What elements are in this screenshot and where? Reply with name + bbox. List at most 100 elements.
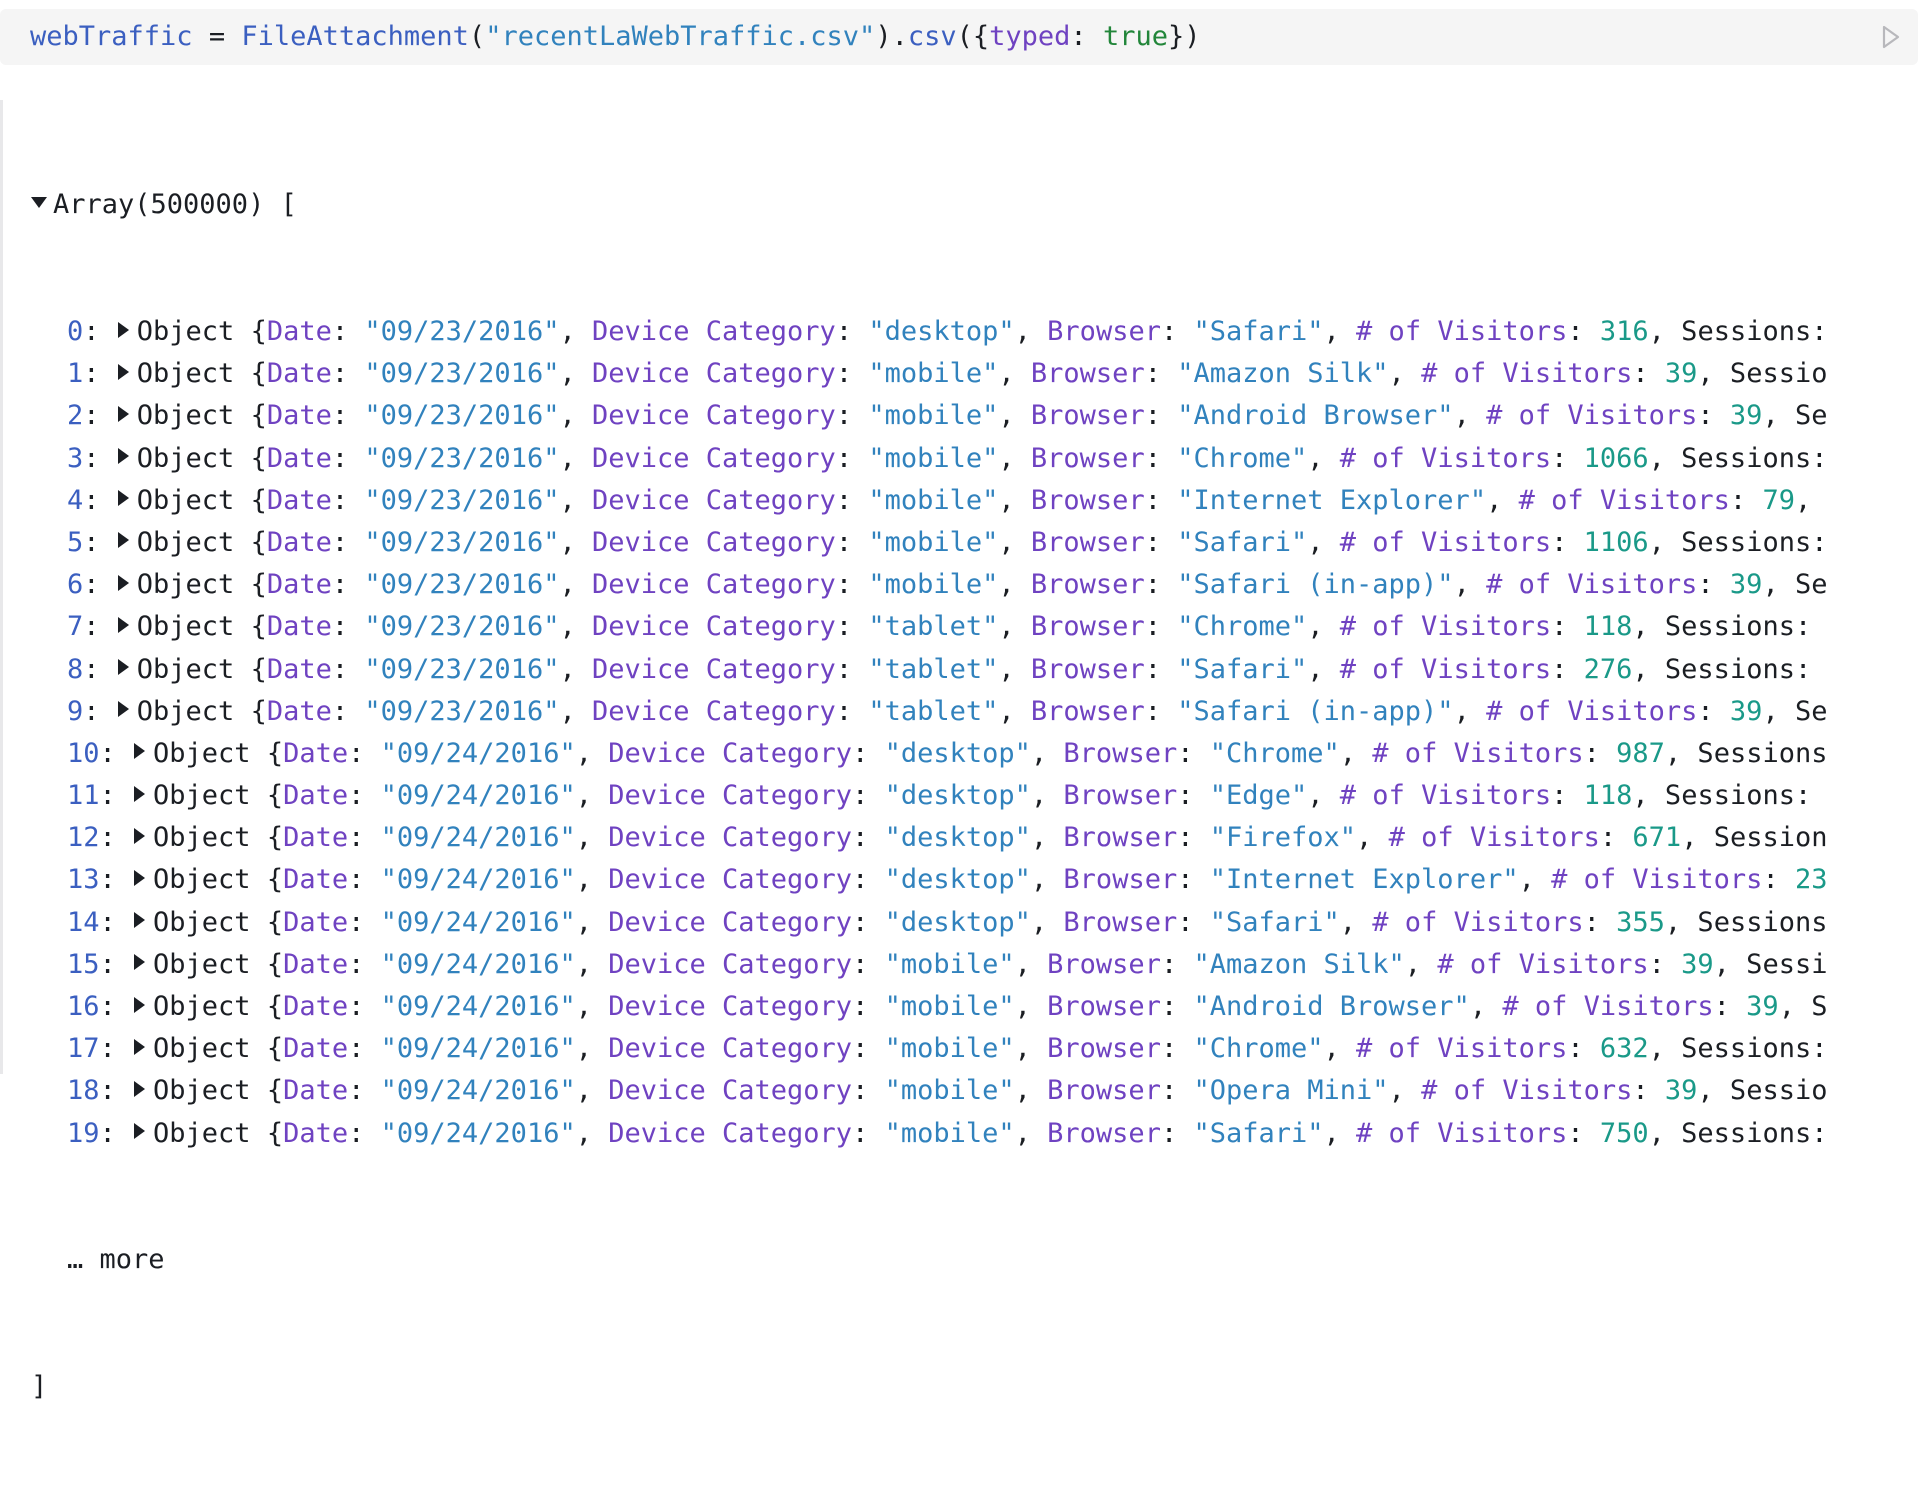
- object-row[interactable]: 7: Object {Date: "09/23/2016", Device Ca…: [31, 606, 1893, 648]
- code-cell[interactable]: webTraffic = FileAttachment("recentLaWeb…: [0, 9, 1918, 65]
- caret-right-icon[interactable]: [134, 869, 146, 886]
- caret-right-icon[interactable]: [134, 996, 146, 1013]
- browser-value: "Safari": [1209, 906, 1340, 938]
- object-row[interactable]: 14: Object {Date: "09/24/2016", Device C…: [31, 902, 1893, 944]
- caret-right-icon[interactable]: [117, 532, 129, 549]
- code-line[interactable]: webTraffic = FileAttachment("recentLaWeb…: [30, 9, 1200, 65]
- object-row[interactable]: 5: Object {Date: "09/23/2016", Device Ca…: [31, 522, 1893, 564]
- code-function: FileAttachment: [241, 21, 469, 52]
- object-row[interactable]: 8: Object {Date: "09/23/2016", Device Ca…: [31, 649, 1893, 691]
- caret-right-icon[interactable]: [117, 659, 129, 675]
- comma: ,: [1453, 400, 1487, 432]
- object-row[interactable]: 2: Object {Date: "09/23/2016", Device Ca…: [31, 395, 1893, 437]
- object-row[interactable]: 0: Object {Date: "09/23/2016", Device Ca…: [31, 311, 1893, 353]
- device-value: "mobile": [884, 948, 1015, 980]
- brace-open: {: [250, 948, 284, 980]
- caret-right-icon[interactable]: [134, 743, 146, 760]
- visitors-key: # of Visitors: [1421, 1075, 1633, 1107]
- visitors-value: 118: [1583, 611, 1633, 643]
- device-key: Device Category: [608, 737, 853, 769]
- comma: ,: [998, 695, 1031, 727]
- caret-right-icon[interactable]: [117, 490, 129, 507]
- object-label: Object: [136, 526, 235, 558]
- object-row[interactable]: 17: Object {Date: "09/24/2016", Device C…: [31, 1028, 1893, 1070]
- row-tail: , Sessions:: [1632, 611, 1812, 643]
- array-header[interactable]: Array(500000) [: [31, 184, 1901, 226]
- object-row[interactable]: 10: Object {Date: "09/24/2016", Device C…: [31, 733, 1893, 775]
- comma: ,: [1030, 864, 1064, 896]
- object-row[interactable]: 15: Object {Date: "09/24/2016", Device C…: [31, 944, 1893, 986]
- date-value: "09/23/2016": [364, 653, 560, 685]
- visitors-value: 39: [1664, 1075, 1698, 1107]
- colon: :: [835, 316, 869, 347]
- date-value: "09/24/2016": [380, 906, 576, 938]
- brace-open: {: [234, 484, 267, 516]
- comma: ,: [559, 611, 592, 643]
- comma: ,: [1323, 1033, 1357, 1065]
- caret-right-icon[interactable]: [117, 616, 129, 633]
- browser-value: "Chrome": [1193, 1033, 1324, 1065]
- comma: ,: [998, 526, 1031, 558]
- device-value: "tablet": [868, 611, 999, 643]
- caret-right-icon[interactable]: [134, 912, 146, 929]
- object-row[interactable]: 13: Object {Date: "09/24/2016", Device C…: [31, 859, 1893, 901]
- object-row[interactable]: 4: Object {Date: "09/23/2016", Device Ca…: [31, 480, 1893, 522]
- comma: ,: [559, 358, 592, 390]
- run-cell-button[interactable]: [1876, 23, 1904, 51]
- caret-right-icon[interactable]: [117, 448, 129, 465]
- date-key: Date: [266, 400, 332, 432]
- colon: :: [331, 484, 365, 516]
- row-index-colon: :: [99, 906, 133, 938]
- object-row[interactable]: 11: Object {Date: "09/24/2016", Device C…: [31, 775, 1893, 817]
- object-row[interactable]: 9: Object {Date: "09/23/2016", Device Ca…: [31, 691, 1893, 733]
- more-button[interactable]: … more: [31, 1239, 1901, 1281]
- browser-key: Browser: [1030, 442, 1145, 474]
- row-index-colon: :: [99, 1075, 133, 1107]
- object-row[interactable]: 19: Object {Date: "09/24/2016", Device C…: [31, 1113, 1893, 1155]
- row-index-colon: :: [83, 653, 116, 685]
- caret-right-icon[interactable]: [117, 321, 129, 338]
- date-key: Date: [266, 316, 332, 347]
- caret-right-icon[interactable]: [134, 1123, 146, 1140]
- object-row[interactable]: 18: Object {Date: "09/24/2016", Device C…: [31, 1070, 1893, 1112]
- device-key: Device Category: [608, 822, 853, 854]
- row-index-colon: :: [83, 358, 116, 390]
- colon: :: [348, 1033, 381, 1065]
- row-index-colon: :: [83, 316, 116, 347]
- row-tail: , Sessio: [1697, 1075, 1828, 1107]
- object-label: Object: [136, 316, 235, 347]
- caret-right-icon[interactable]: [117, 363, 129, 380]
- device-key: Device Category: [608, 864, 853, 896]
- caret-right-icon[interactable]: [134, 827, 146, 844]
- object-row[interactable]: 3: Object {Date: "09/23/2016", Device Ca…: [31, 438, 1893, 480]
- row-tail: , Sessions:: [1632, 653, 1812, 685]
- visitors-key: # of Visitors: [1437, 948, 1649, 980]
- object-row[interactable]: 6: Object {Date: "09/23/2016", Device Ca…: [31, 564, 1893, 606]
- visitors-key: # of Visitors: [1356, 316, 1568, 347]
- object-row[interactable]: 16: Object {Date: "09/24/2016", Device C…: [31, 986, 1893, 1028]
- object-row[interactable]: 12: Object {Date: "09/24/2016", Device C…: [31, 817, 1893, 859]
- date-key: Date: [283, 864, 349, 896]
- caret-down-icon[interactable]: [31, 197, 47, 209]
- caret-right-icon[interactable]: [134, 1038, 146, 1055]
- caret-right-icon[interactable]: [134, 1080, 146, 1097]
- colon: :: [1144, 484, 1178, 516]
- row-tail: , Sessions:: [1632, 780, 1812, 812]
- comma: ,: [1030, 906, 1064, 938]
- comma: ,: [1307, 653, 1340, 685]
- comma: ,: [575, 1033, 609, 1065]
- caret-right-icon[interactable]: [117, 574, 129, 591]
- caret-right-icon[interactable]: [117, 405, 129, 422]
- comma: ,: [1388, 358, 1422, 390]
- colon: :: [852, 737, 885, 769]
- visitors-key: # of Visitors: [1372, 737, 1584, 769]
- caret-right-icon[interactable]: [117, 701, 129, 718]
- visitors-key: # of Visitors: [1339, 611, 1552, 643]
- date-key: Date: [266, 653, 332, 685]
- code-brace-open: ({: [956, 21, 990, 52]
- caret-right-icon[interactable]: [134, 954, 146, 971]
- caret-right-icon[interactable]: [134, 785, 146, 802]
- comma: ,: [1518, 864, 1552, 896]
- object-row[interactable]: 1: Object {Date: "09/23/2016", Device Ca…: [31, 353, 1893, 395]
- comma: ,: [1307, 442, 1340, 474]
